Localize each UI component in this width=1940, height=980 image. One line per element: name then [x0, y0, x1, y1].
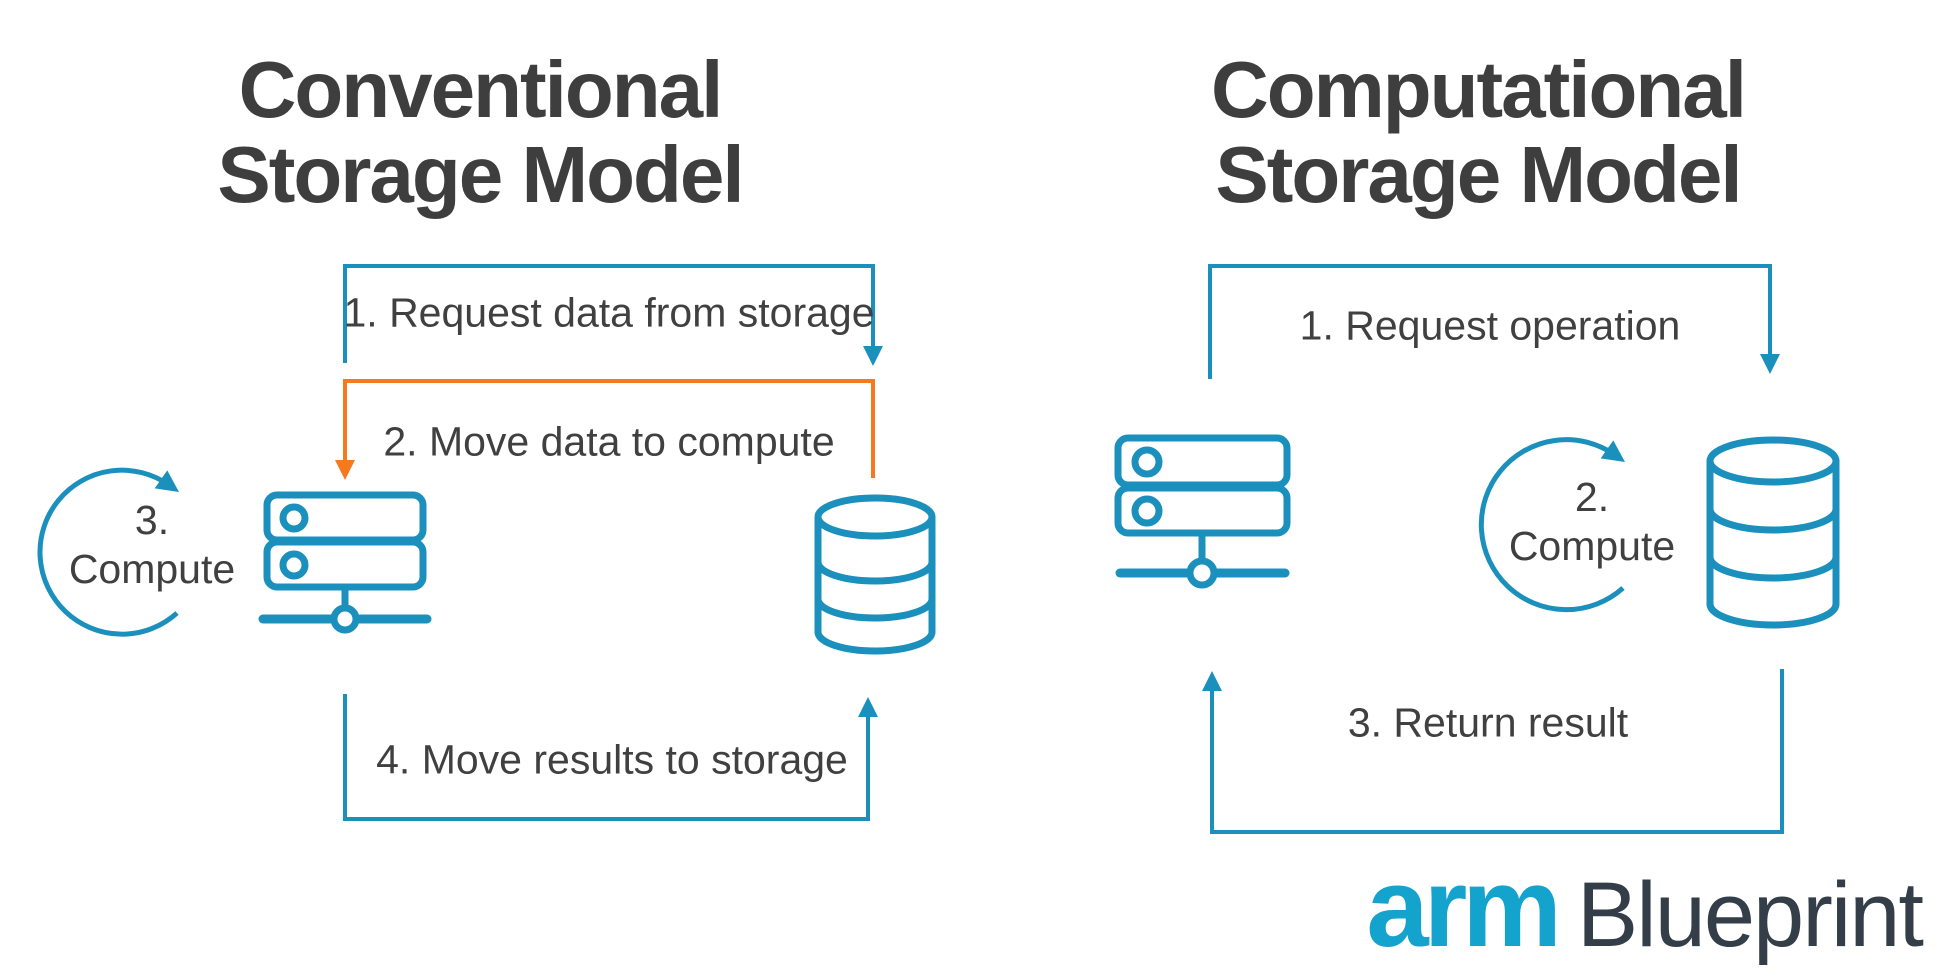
step-label-request-data: 1. Request data from storage: [343, 289, 875, 336]
database-band-1: [1706, 505, 1840, 534]
move-results-arrow-line: [343, 694, 870, 821]
database-icon: [1706, 436, 1840, 629]
server-icon: [258, 491, 432, 634]
computational-diagram-graphics: [1114, 264, 1840, 834]
server-network-node: [330, 604, 360, 634]
step-label-compute-right: 2. Compute: [1509, 473, 1675, 571]
server-led-bottom: [1131, 495, 1163, 527]
request-data-arrowhead-icon: [863, 346, 883, 366]
step-label-compute-left: 3. Compute: [69, 496, 235, 594]
database-band-2: [1706, 553, 1840, 582]
move-results-arrow: [343, 694, 878, 821]
right-title-line-1: Computational: [1211, 45, 1747, 134]
server-icon: [1114, 434, 1291, 589]
compute-step-number: 3.: [134, 497, 170, 543]
compute-cycle-arrowhead-icon: [154, 470, 179, 492]
database-top: [1706, 436, 1840, 486]
database-icon: [814, 494, 936, 655]
blueprint-wordmark: Blueprint: [1576, 864, 1924, 966]
return-result-arrow-line: [1210, 669, 1784, 834]
database-bottom: [814, 628, 936, 655]
request-operation-arrow-line: [1208, 264, 1772, 379]
database-top: [814, 494, 936, 540]
right-title-line-2: Storage Model: [1215, 130, 1742, 219]
move-data-arrow-line: [343, 379, 875, 478]
step-label-move-data: 2. Move data to compute: [383, 418, 835, 465]
return-result-arrow: [1202, 669, 1784, 834]
left-diagram-title: Conventional Storage Model: [217, 45, 744, 219]
compute-cycle-icon: [37, 467, 179, 637]
request-data-arrow: [343, 264, 883, 366]
move-results-arrowhead-icon: [858, 697, 878, 717]
database-sides: [1706, 457, 1840, 608]
database-bottom: [1706, 600, 1840, 629]
compute-cycle-arc: [1478, 437, 1625, 613]
left-title-line-1: Conventional: [238, 45, 724, 134]
compute-cycle-icon: [1478, 437, 1625, 613]
server-unit-top: [1114, 434, 1291, 489]
request-data-arrow-line: [343, 264, 875, 363]
move-data-arrow: [335, 379, 875, 480]
compute-cycle-arrowhead-icon: [1600, 440, 1625, 462]
compute-step-word: Compute: [1508, 523, 1676, 569]
return-result-arrowhead-icon: [1202, 671, 1222, 691]
database-band-2: [814, 595, 936, 622]
request-operation-arrow: [1208, 264, 1780, 379]
move-data-arrowhead-icon: [335, 460, 355, 480]
step-label-return-result: 3. Return result: [1347, 699, 1629, 746]
database-sides: [814, 513, 936, 636]
arm-blueprint-logo: arm Blueprint: [1366, 845, 1924, 970]
server-led-top: [1131, 446, 1163, 478]
left-title-line-2: Storage Model: [217, 130, 744, 219]
server-network-node: [1186, 557, 1218, 589]
compute-step-word: Compute: [68, 546, 236, 592]
right-diagram-title: Computational Storage Model: [1211, 45, 1747, 219]
server-unit-bottom: [263, 538, 427, 591]
conventional-diagram-graphics: [37, 264, 936, 821]
server-led-bottom: [279, 550, 309, 580]
step-label-request-operation: 1. Request operation: [1299, 302, 1681, 349]
request-operation-arrowhead-icon: [1760, 354, 1780, 374]
database-band-1: [814, 558, 936, 585]
server-unit-bottom: [1114, 484, 1291, 537]
compute-step-number: 2.: [1574, 474, 1610, 520]
server-led-top: [279, 503, 309, 533]
compute-cycle-arc: [37, 467, 179, 637]
arm-wordmark: arm: [1366, 845, 1561, 970]
step-label-move-results: 4. Move results to storage: [376, 736, 848, 783]
server-unit-top: [263, 491, 427, 544]
